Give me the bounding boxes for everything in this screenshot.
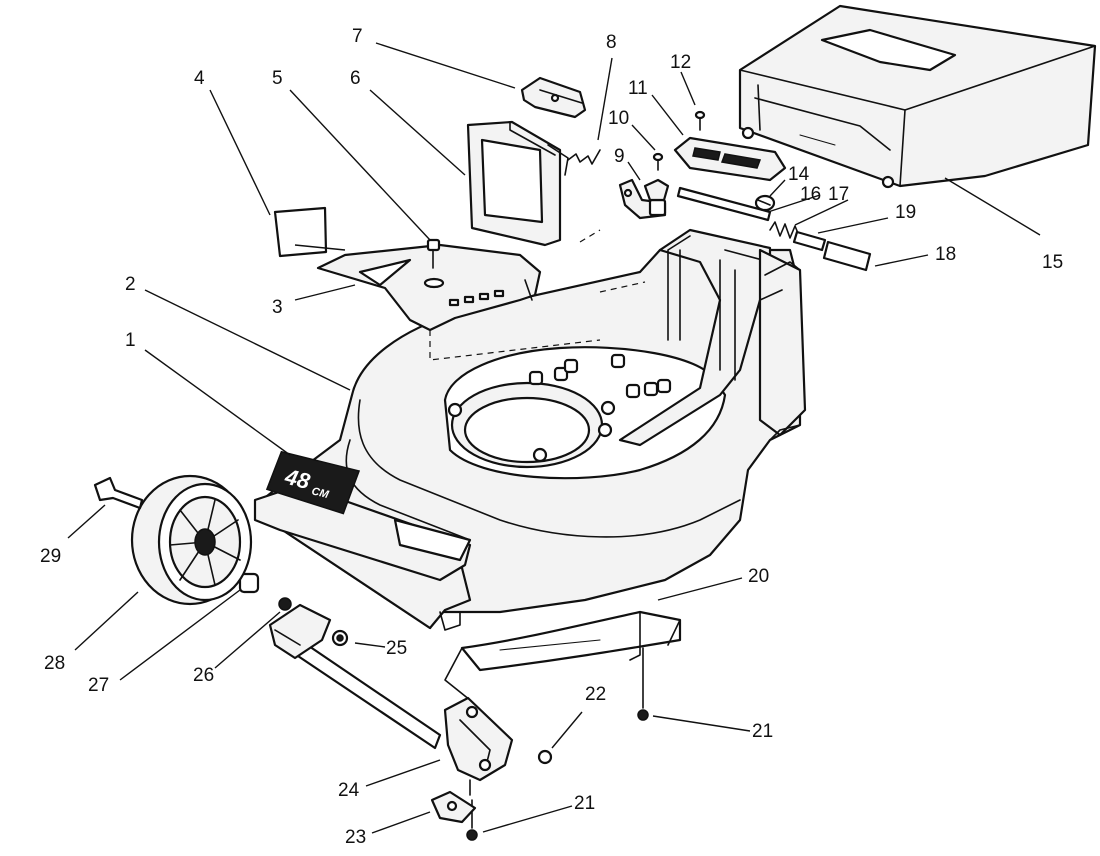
hinge-rod (676, 186, 772, 222)
callout-9: 9 (614, 146, 625, 167)
bolt-21-bottom (466, 799, 478, 841)
latch-cover (673, 136, 787, 182)
decal-plate (273, 206, 328, 258)
wheel-bolt (93, 476, 144, 510)
spring (567, 149, 601, 165)
rear-bracket (444, 610, 682, 701)
cap (822, 240, 872, 272)
callout-10: 10 (608, 108, 629, 129)
callout-20: 20 (748, 566, 769, 587)
callout-15: 15 (1042, 252, 1063, 273)
callout-22: 22 (585, 684, 606, 705)
bolt (423, 238, 445, 289)
callout-21-bottom: 21 (574, 793, 595, 814)
mulch-plate (316, 243, 601, 361)
bolt-21-top (637, 647, 649, 721)
screw-10 (652, 152, 664, 171)
callout-1: 1 (125, 330, 136, 351)
callout-3: 3 (272, 297, 283, 318)
callout-2: 2 (125, 274, 136, 295)
torsion-spring (769, 221, 801, 239)
callout-21-top: 21 (752, 721, 773, 742)
callout-8: 8 (606, 32, 617, 53)
bushing (754, 194, 776, 212)
callout-18: 18 (935, 244, 956, 265)
callout-5: 5 (272, 68, 283, 89)
callout-24: 24 (338, 780, 360, 801)
callout-25: 25 (386, 638, 407, 659)
callout-28: 28 (44, 653, 65, 674)
callout-12: 12 (670, 52, 691, 73)
chute-frame (466, 120, 569, 247)
callout-4: 4 (194, 68, 205, 89)
washer-26 (278, 597, 292, 611)
callout-19: 19 (895, 202, 916, 223)
callout-23: 23 (345, 827, 366, 848)
callout-26: 26 (193, 665, 214, 686)
callout-14: 14 (788, 164, 810, 185)
screw-12 (694, 110, 706, 131)
knob (520, 76, 587, 119)
size-badge: 48 CM (265, 450, 361, 515)
callout-27: 27 (88, 675, 109, 696)
latch-block (643, 178, 670, 202)
callout-16: 16 (800, 184, 821, 205)
callout-11: 11 (628, 78, 648, 99)
badge-unit-text: CM (310, 485, 330, 501)
callout-6: 6 (350, 68, 361, 89)
grass-catcher (738, 4, 1097, 189)
nut-25 (331, 629, 349, 647)
mower-deck (253, 228, 807, 631)
pin (792, 230, 827, 252)
wheel (130, 474, 253, 606)
callout-17: 17 (828, 184, 849, 205)
bushing-27 (238, 572, 260, 594)
rear-axle (268, 603, 514, 796)
callout-7: 7 (352, 26, 363, 47)
nut-22 (537, 749, 553, 765)
callout-labels: 1 2 3 4 5 6 7 8 9 10 11 12 14 15 16 17 1… (40, 26, 1063, 848)
callout-29: 29 (40, 546, 61, 567)
leader-lines (67, 42, 1041, 834)
axle-clip-23 (430, 790, 477, 824)
